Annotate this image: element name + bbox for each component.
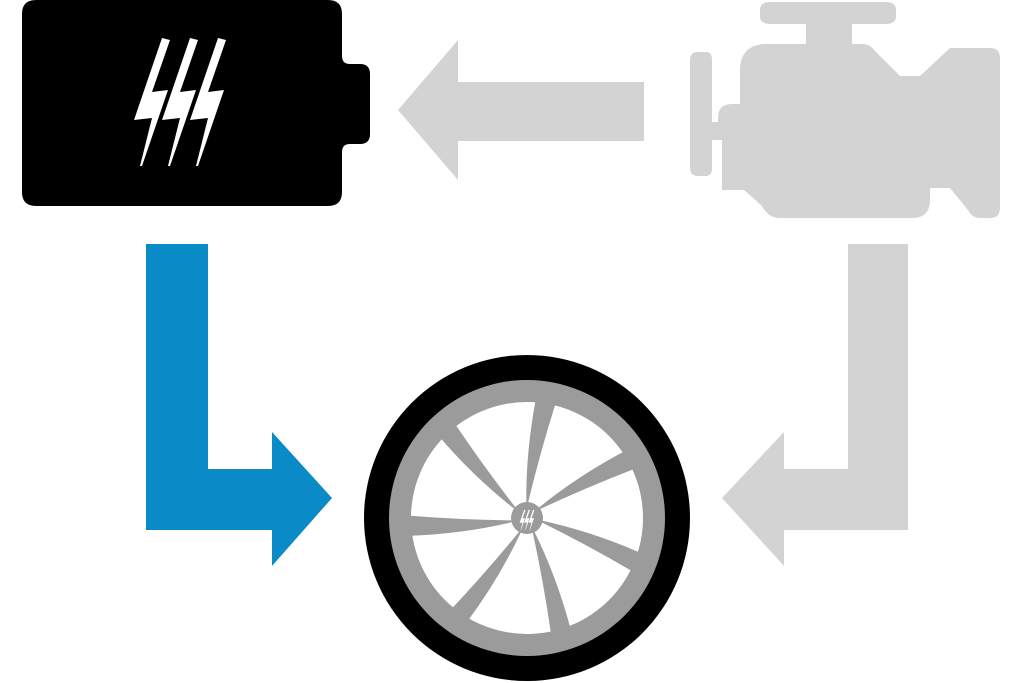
wheel-icon (364, 355, 690, 681)
lightning-bolt (162, 38, 198, 166)
wheel-spoke (540, 520, 642, 573)
wheel-spokes (407, 398, 642, 636)
battery-icon (22, 0, 370, 206)
wheel-spoke (537, 450, 637, 510)
wheel-spoke (526, 398, 557, 505)
engine-top-cap (760, 2, 896, 24)
engine-icon (690, 2, 1000, 218)
engine-block (706, 44, 1000, 218)
wheel-spoke (450, 530, 522, 622)
engine-side-bracket (690, 52, 712, 176)
lightning-bolt (190, 38, 226, 166)
wheel-spoke (532, 530, 571, 636)
arrow-engine-to-battery (398, 40, 644, 180)
wheel-spoke (439, 422, 517, 510)
arrow-battery-to-wheel (146, 244, 332, 566)
hub-lightning-icon (519, 509, 535, 531)
arrow-engine-to-wheel (722, 244, 908, 566)
lightning-bolts-icon (134, 38, 226, 166)
wheel-spoke (407, 515, 514, 536)
lightning-bolt (134, 38, 170, 166)
